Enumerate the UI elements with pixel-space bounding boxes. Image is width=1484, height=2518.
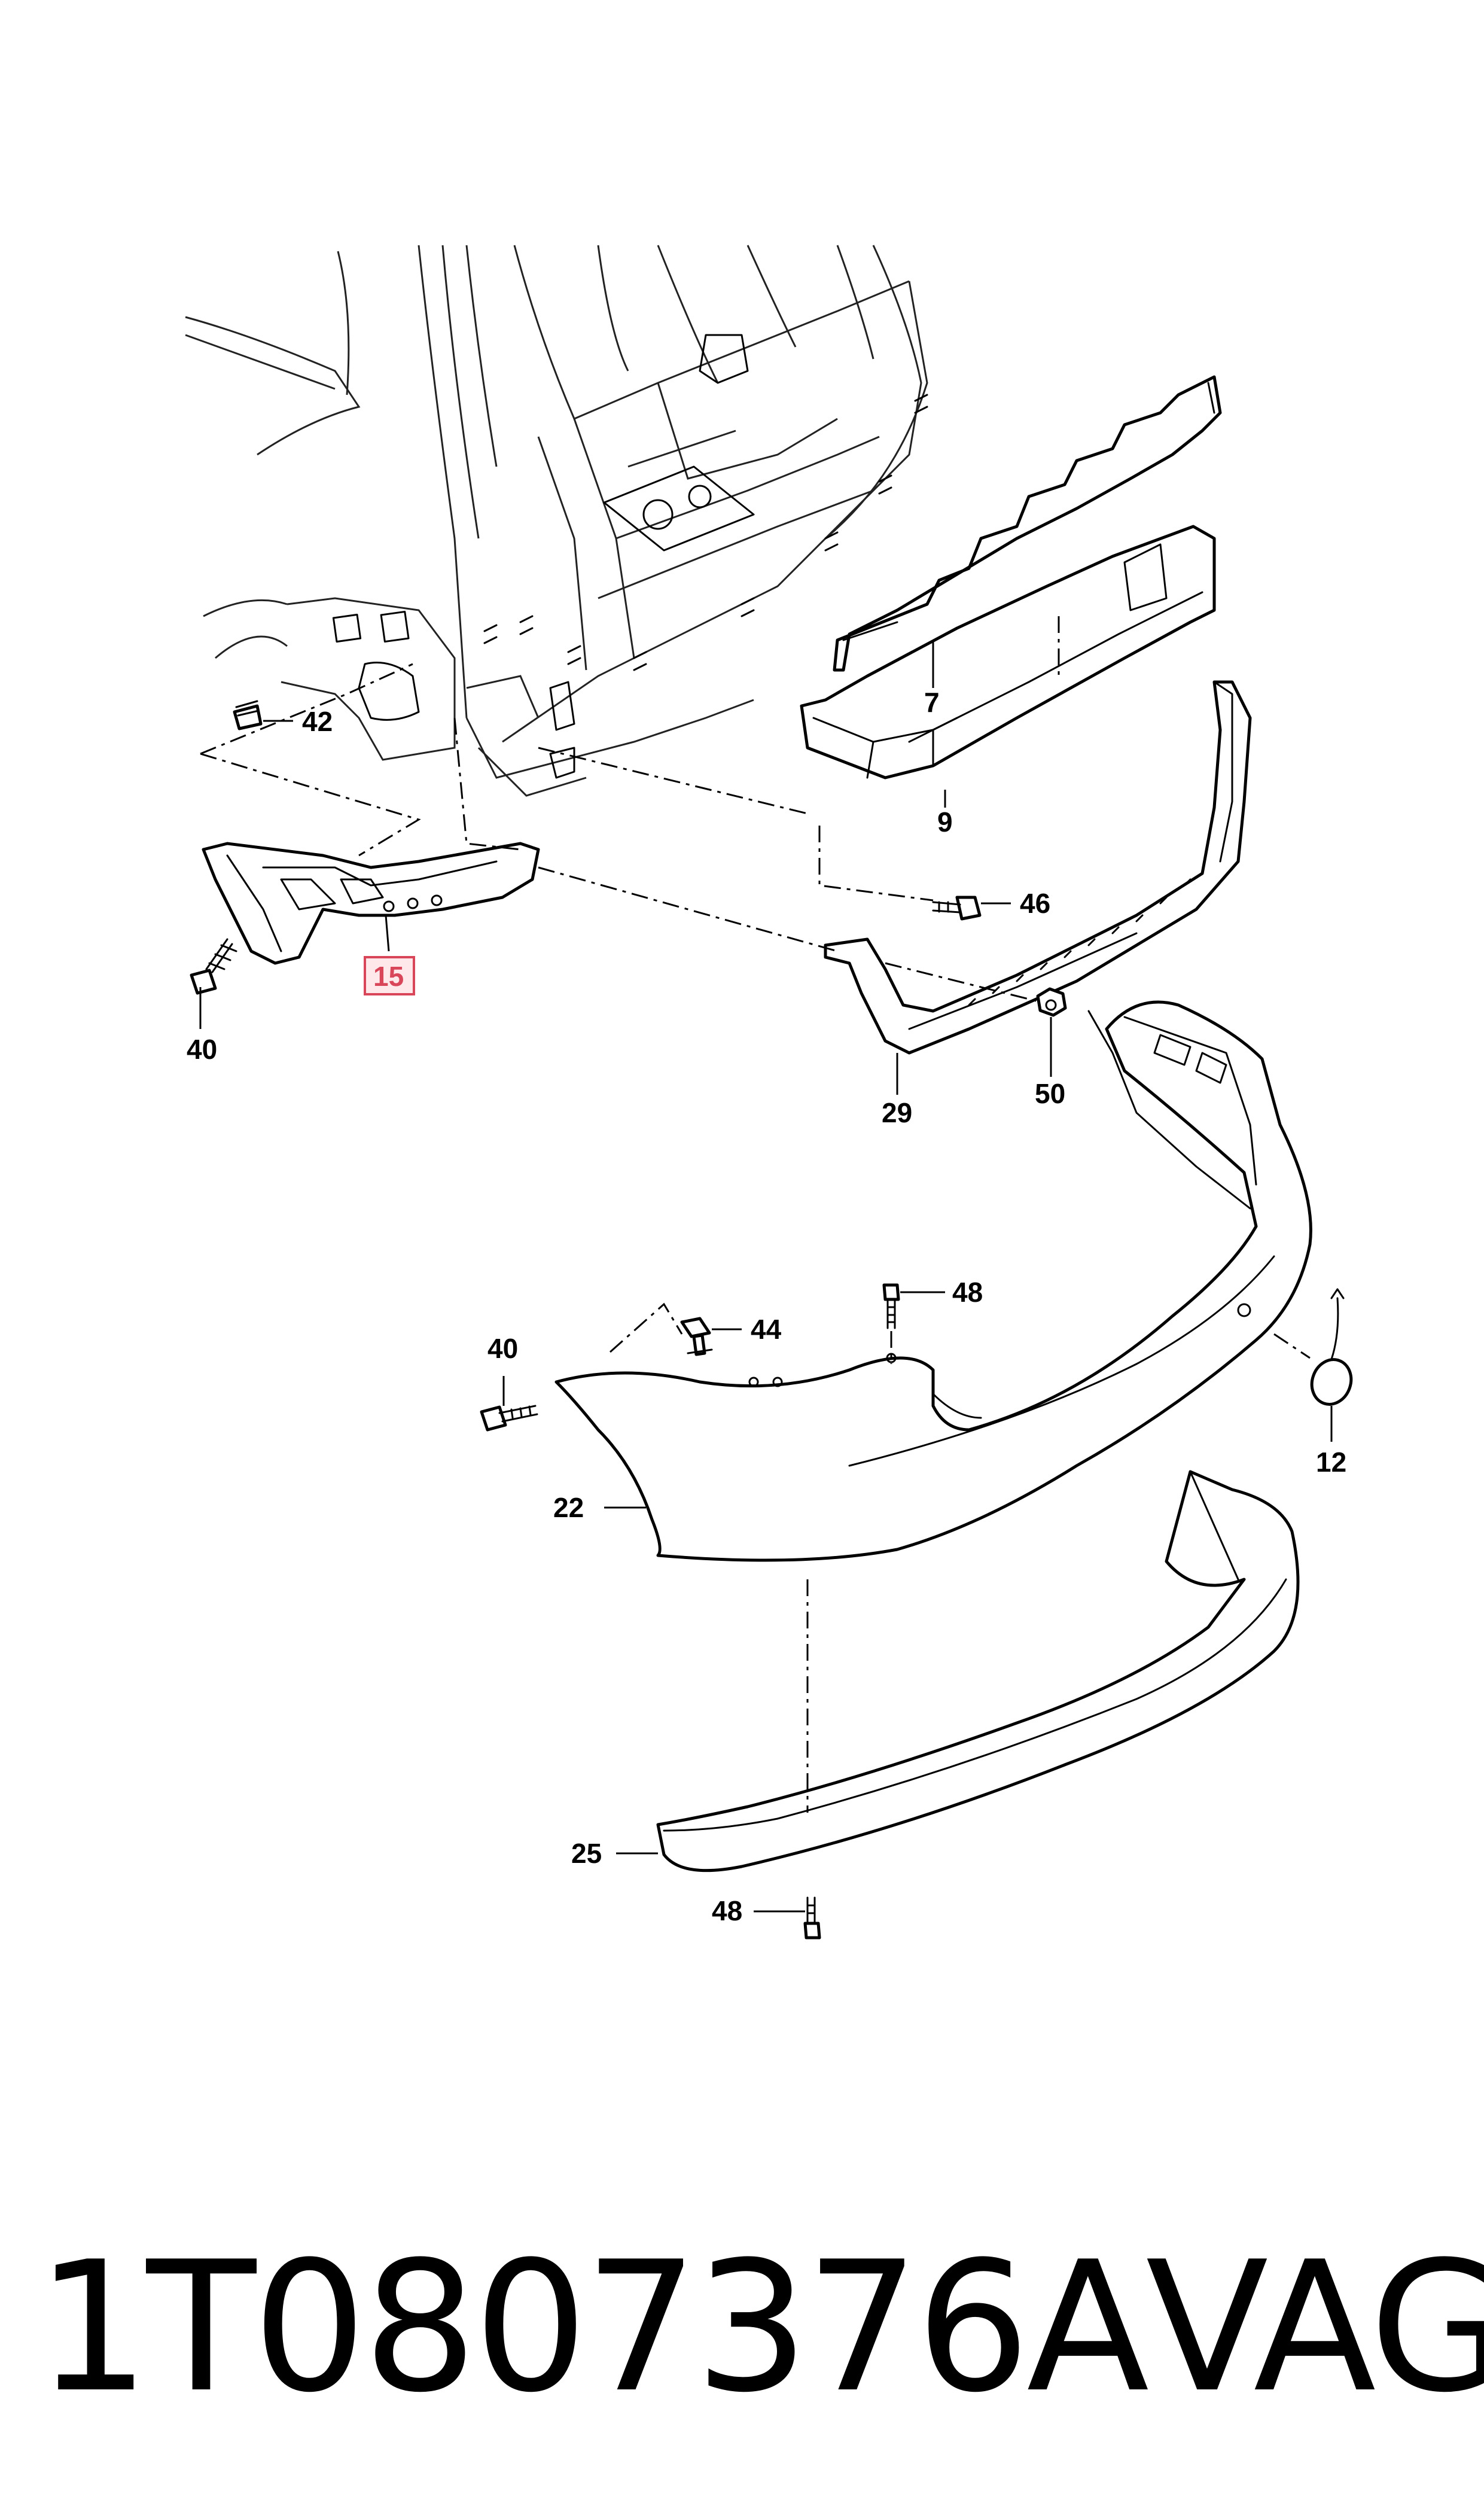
nut-50 bbox=[1036, 987, 1067, 1017]
part-number: 1T0807376A bbox=[36, 2222, 1149, 2432]
clip-44 bbox=[680, 1317, 713, 1356]
bolt-46 bbox=[932, 896, 982, 921]
bolt-42 bbox=[233, 700, 263, 730]
callout-9: 9 bbox=[937, 806, 953, 838]
part-7-energy-absorber bbox=[833, 375, 1222, 672]
car-body-frame bbox=[185, 245, 928, 797]
callout-12: 12 bbox=[1316, 1447, 1346, 1478]
bolt-40-top bbox=[190, 938, 237, 995]
callout-15-highlighted: 15 bbox=[373, 961, 404, 992]
callout-48-top: 48 bbox=[952, 1277, 983, 1308]
brand-name: VAG bbox=[1145, 2222, 1484, 2432]
leader-lines bbox=[199, 640, 1333, 1913]
part-25-trim-strip bbox=[656, 1470, 1300, 1872]
callout-40-bottom: 40 bbox=[487, 1333, 518, 1364]
highlight-box-15 bbox=[364, 956, 415, 995]
callout-25: 25 bbox=[571, 1838, 602, 1869]
callout-48-bottom: 48 bbox=[712, 1895, 742, 1926]
bolt-48-bottom bbox=[803, 1896, 821, 1940]
part-22-bumper-cover bbox=[554, 1000, 1312, 1562]
bolt-48-top bbox=[882, 1283, 900, 1329]
part-15-bracket bbox=[202, 842, 540, 965]
callout-46: 46 bbox=[1020, 888, 1050, 919]
callout-44: 44 bbox=[751, 1314, 782, 1345]
assembly-lines bbox=[200, 616, 1311, 1813]
callouts: 7 9 46 42 15 40 29 50 48 44 40 12 22 25 … bbox=[187, 687, 1346, 1926]
callout-50: 50 bbox=[1035, 1078, 1065, 1109]
callout-29: 29 bbox=[882, 1097, 912, 1128]
callout-7: 7 bbox=[924, 687, 940, 718]
footer-caption: 1T0807376A VAG bbox=[36, 2208, 1484, 2447]
callout-40-top: 40 bbox=[187, 1034, 217, 1065]
part-29-guide-bracket bbox=[824, 680, 1252, 1055]
cap-12 bbox=[1310, 1288, 1353, 1406]
callout-42: 42 bbox=[302, 706, 333, 737]
bolt-40-bottom bbox=[480, 1405, 538, 1432]
part-9-reinforcement bbox=[800, 525, 1216, 780]
callout-22: 22 bbox=[553, 1492, 584, 1523]
